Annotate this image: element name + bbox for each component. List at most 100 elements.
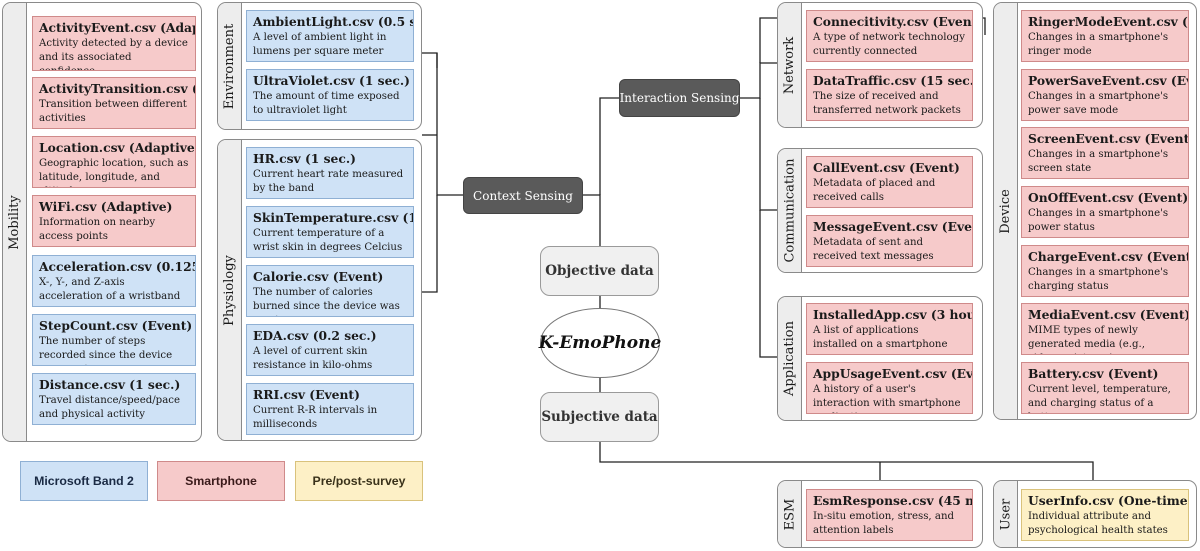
card-desc: Current temperature of a wrist skin in d… — [253, 228, 403, 253]
card-desc: A level of ambient light in lumens per s… — [253, 32, 387, 57]
card-title: WiFi.csv (Adaptive) — [39, 199, 173, 214]
legend-smartphone: Smartphone — [157, 461, 285, 501]
card-title: EsmResponse.csv (45 min.) — [813, 493, 972, 508]
interaction-sensing-node[interactable]: Interaction Sensing — [619, 79, 740, 117]
card-desc: A level of current skin resistance in ki… — [253, 346, 373, 371]
card-battery[interactable]: Battery.csv (Event) Current level, tempe… — [1021, 362, 1189, 414]
card-desc: Metadata of sent and received text messa… — [813, 237, 934, 262]
card-media-event[interactable]: MediaEvent.csv (Event) MIME types of new… — [1021, 303, 1189, 355]
card-esm-response[interactable]: EsmResponse.csv (45 min.) In-situ emotio… — [806, 489, 973, 541]
connector-context-objective — [583, 194, 601, 246]
card-message-event[interactable]: MessageEvent.csv (Event) Metadata of sen… — [806, 215, 973, 267]
card-desc: X-, Y-, and Z-axis acceleration of a wri… — [39, 277, 181, 302]
card-eda[interactable]: EDA.csv (0.2 sec.) A level of current sk… — [246, 324, 414, 376]
card-title: StepCount.csv (Event) — [39, 318, 193, 333]
card-title: MessageEvent.csv (Event) — [813, 219, 972, 234]
card-desc: Activity detected by a device and its as… — [39, 38, 188, 70]
subjective-data-node[interactable]: Subjective data — [540, 392, 659, 442]
card-desc: Transition between different activities — [39, 99, 187, 124]
card-desc: Changes in a smartphone's power status — [1028, 208, 1169, 233]
card-desc: Information on nearby access points — [39, 217, 156, 242]
card-ambient-light[interactable]: AmbientLight.csv (0.5 sec.) A level of a… — [246, 10, 414, 62]
card-desc: Changes in a smartphone's ringer mode — [1028, 32, 1169, 57]
card-step-count[interactable]: StepCount.csv (Event) The number of step… — [32, 314, 196, 366]
card-title: RRI.csv (Event) — [253, 387, 360, 402]
card-desc: Travel distance/speed/pace and physical … — [39, 395, 181, 420]
card-ringer-mode-event[interactable]: RingerModeEvent.csv (Event) Changes in a… — [1021, 10, 1189, 62]
card-call-event[interactable]: CallEvent.csv (Event) Metadata of placed… — [806, 156, 973, 208]
card-ultraviolet[interactable]: UltraViolet.csv (1 sec.) The amount of t… — [246, 69, 414, 121]
card-connectivity[interactable]: Connecitivity.csv (Event) A type of netw… — [806, 10, 973, 62]
card-desc: Changes in a smartphone's screen state — [1028, 149, 1169, 174]
connector-interaction-right — [740, 62, 777, 99]
card-screen-event[interactable]: ScreenEvent.csv (Event) Changes in a sma… — [1021, 127, 1189, 179]
card-desc: A type of network technology currently c… — [813, 32, 965, 57]
group-label-network: Network — [782, 36, 797, 94]
card-desc: Current heart rate measured by the band — [253, 169, 404, 194]
group-label-esm: ESM — [782, 498, 797, 530]
group-label-mobility: Mobility — [7, 194, 23, 250]
card-title: DataTraffic.csv (15 sec.) — [813, 73, 973, 88]
legend-microsoft-band: Microsoft Band 2 — [20, 461, 148, 501]
group-label-user: User — [998, 498, 1014, 530]
card-desc: Changes in a smartphone's power save mod… — [1028, 91, 1169, 116]
card-desc: Current R-R intervals in milliseconds — [253, 405, 378, 430]
card-desc: Metadata of placed and received calls — [813, 178, 936, 203]
legend-pre-post-survey: Pre/post-survey — [295, 461, 423, 501]
card-title: InstalledApp.csv (3 hours) — [813, 307, 972, 322]
card-title: RingerModeEvent.csv (Event) — [1028, 14, 1188, 29]
group-label-communication: Communication — [782, 158, 798, 263]
card-user-info[interactable]: UserInfo.csv (One-time) Individual attri… — [1021, 489, 1189, 541]
group-label-application: Application — [782, 321, 797, 396]
card-title: UserInfo.csv (One-time) — [1028, 493, 1189, 508]
card-activity-event[interactable]: ActivityEvent.csv (Adaptive) Activity de… — [32, 16, 196, 71]
card-data-traffic[interactable]: DataTraffic.csv (15 sec.) The size of re… — [806, 69, 973, 121]
card-desc: A list of applications installed on a sm… — [813, 325, 948, 350]
card-desc: MIME types of newly generated media (e.g… — [1028, 325, 1145, 354]
card-distance[interactable]: Distance.csv (1 sec.) Travel distance/sp… — [32, 373, 196, 425]
card-desc: Current level, temperature, and charging… — [1028, 384, 1171, 413]
card-title: MediaEvent.csv (Event) — [1028, 307, 1189, 322]
card-desc: The number of steps recorded since the d… — [39, 336, 173, 365]
connector-context-physiology — [422, 195, 438, 293]
card-wifi[interactable]: WiFi.csv (Adaptive) Information on nearb… — [32, 195, 196, 247]
objective-data-node[interactable]: Objective data — [540, 246, 659, 296]
card-desc: In-situ emotion, stress, and attention l… — [813, 511, 955, 536]
card-activity-transition[interactable]: ActivityTransition.csv (Event) Transitio… — [32, 77, 196, 129]
card-skin-temperature[interactable]: SkinTemperature.csv (1 sec.) Current tem… — [246, 206, 414, 258]
context-sensing-node[interactable]: Context Sensing — [463, 177, 583, 214]
card-title: ActivityTransition.csv (Event) — [39, 81, 195, 96]
card-desc: The number of calories burned since the … — [253, 287, 400, 316]
card-title: OnOffEvent.csv (Event) — [1028, 190, 1189, 205]
card-title: CallEvent.csv (Event) — [813, 160, 960, 175]
card-title: ActivityEvent.csv (Adaptive) — [39, 20, 195, 35]
card-title: UltraViolet.csv (1 sec.) — [253, 73, 411, 88]
card-installed-app[interactable]: InstalledApp.csv (3 hours) A list of app… — [806, 303, 973, 355]
card-location[interactable]: Location.csv (Adaptive) Geographic locat… — [32, 136, 196, 188]
card-title: SkinTemperature.csv (1 sec.) — [253, 210, 413, 225]
card-desc: Individual attribute and psychological h… — [1028, 511, 1168, 536]
card-charge-event[interactable]: ChargeEvent.csv (Event) Changes in a sma… — [1021, 245, 1189, 297]
card-title: AppUsageEvent.csv (Event) — [813, 366, 973, 381]
card-title: Distance.csv (1 sec.) — [39, 377, 181, 392]
card-hr[interactable]: HR.csv (1 sec.) Current heart rate measu… — [246, 147, 414, 199]
card-desc: The size of received and transferred net… — [813, 91, 961, 116]
card-title: Battery.csv (Event) — [1028, 366, 1159, 381]
card-calorie[interactable]: Calorie.csv (Event) The number of calori… — [246, 265, 414, 317]
connector-interaction-app — [759, 210, 777, 358]
card-on-off-event[interactable]: OnOffEvent.csv (Event) Changes in a smar… — [1021, 186, 1189, 238]
card-rri[interactable]: RRI.csv (Event) Current R-R intervals in… — [246, 383, 414, 435]
card-desc: Changes in a smartphone's charging statu… — [1028, 267, 1169, 292]
card-app-usage-event[interactable]: AppUsageEvent.csv (Event) A history of a… — [806, 362, 973, 414]
card-title: PowerSaveEvent.csv (Event) — [1028, 73, 1188, 88]
group-label-physiology: Physiology — [222, 254, 237, 326]
group-label-device: Device — [998, 188, 1013, 234]
card-power-save-event[interactable]: PowerSaveEvent.csv (Event) Changes in a … — [1021, 69, 1189, 121]
connector-interaction-left — [599, 97, 619, 195]
card-title: ChargeEvent.csv (Event) — [1028, 249, 1189, 264]
card-desc: A history of a user's interaction with s… — [813, 384, 961, 413]
card-title: Connecitivity.csv (Event) — [813, 14, 973, 29]
connector-interaction-comm — [759, 98, 777, 211]
card-acceleration[interactable]: Acceleration.csv (0.125 sec.) X-, Y-, an… — [32, 255, 196, 307]
